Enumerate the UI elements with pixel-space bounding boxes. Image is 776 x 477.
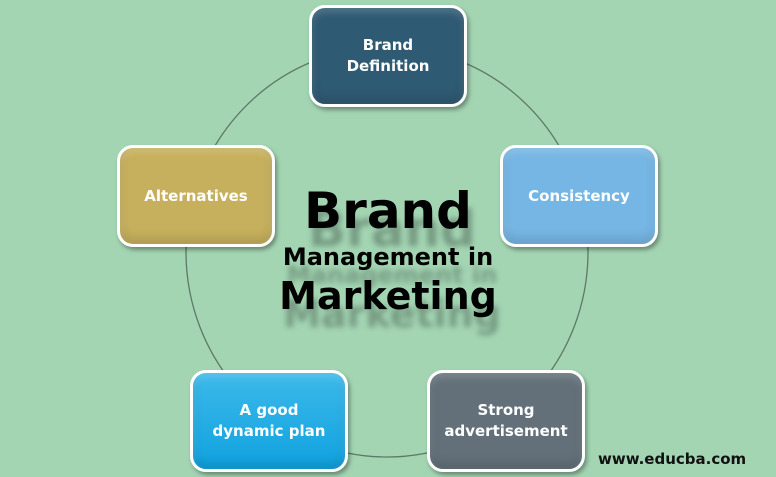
node-label: Brand Definition	[346, 36, 430, 75]
title-line-1: Brand	[304, 182, 472, 240]
node-label: Strong advertisement	[444, 401, 568, 440]
node-label: A good dynamic plan	[212, 401, 326, 440]
node-consistency: Consistency	[500, 145, 658, 247]
node-alternatives: Alternatives	[117, 145, 275, 247]
node-label: Alternatives	[144, 186, 248, 205]
node-strong-advertisement: Strong advertisement	[427, 370, 585, 472]
title-line-2: Management in	[282, 243, 494, 271]
node-good-dynamic-plan: A good dynamic plan	[190, 370, 348, 472]
title-line-3: Marketing	[279, 274, 497, 318]
node-brand-definition: Brand Definition	[309, 5, 467, 107]
node-label: Consistency	[528, 186, 630, 205]
watermark: www.educba.com	[598, 450, 747, 468]
center-title: Brand Management in Marketing	[250, 180, 526, 320]
